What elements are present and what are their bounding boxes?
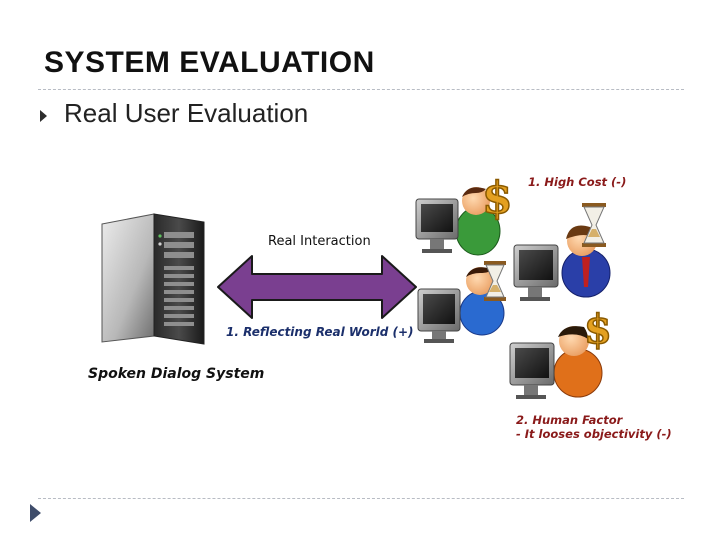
dollar-sign-icon: $ [583, 305, 612, 354]
user-at-computer-icon [513, 225, 611, 301]
human-factor-line-2: - It looses objectivity (-) [516, 427, 672, 441]
system-label: Spoken Dialog System [88, 366, 265, 382]
server-tower-icon [101, 213, 205, 345]
cost-label: 1. High Cost (-) [528, 175, 627, 189]
next-slide-arrow-icon[interactable] [30, 504, 41, 522]
pro-label: 1. Reflecting Real World (+) [226, 325, 414, 339]
hourglass-icon [582, 203, 606, 247]
human-factor-label: 2. Human Factor - It looses objectivity … [516, 413, 672, 441]
users-cluster: $ [415, 172, 613, 399]
human-factor-line-1: 2. Human Factor [516, 413, 623, 427]
user-at-computer-icon [509, 326, 603, 399]
interaction-label: Real Interaction [268, 234, 371, 249]
slide-title: SYSTEM EVALUATION [44, 46, 375, 79]
svg-text:$: $ [482, 173, 513, 224]
dollar-sign-icon: $ [481, 172, 513, 225]
double-headed-arrow-icon [217, 255, 417, 319]
bullet-text: Real User Evaluation [64, 98, 309, 128]
user-at-computer-icon [415, 187, 501, 256]
svg-text:$: $ [584, 306, 612, 353]
user-at-computer-icon [417, 267, 505, 343]
footer-divider [38, 498, 684, 499]
hourglass-icon [484, 261, 506, 301]
title-divider [38, 89, 684, 90]
bullet-arrow-icon [40, 110, 47, 122]
